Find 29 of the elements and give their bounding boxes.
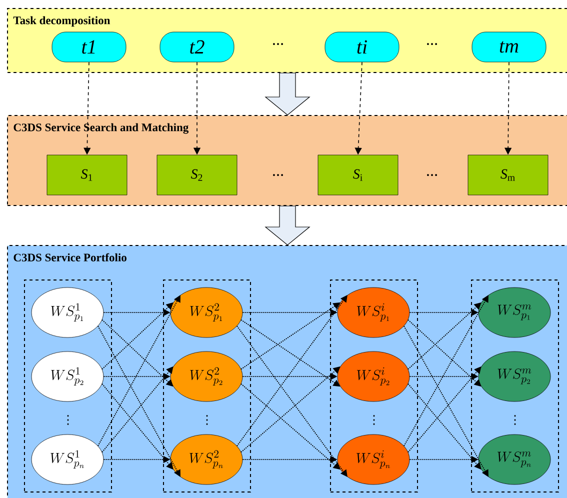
ellipsis: … bbox=[273, 43, 284, 45]
dashed-group-box bbox=[24, 280, 112, 492]
block-arrow bbox=[264, 206, 310, 246]
service-box: S$_{2}$ bbox=[156, 154, 238, 196]
panel-title: C3DS Service Portfolio bbox=[14, 253, 126, 262]
ellipsis: ⋮ bbox=[206, 415, 208, 425]
task-pill: t2 bbox=[160, 32, 234, 62]
block-arrow bbox=[264, 72, 310, 116]
task-pill: ti bbox=[324, 32, 400, 62]
dashed-group-box bbox=[471, 280, 559, 492]
ellipsis: ⋮ bbox=[67, 415, 69, 425]
ellipsis: … bbox=[427, 174, 438, 176]
arrow bbox=[404, 295, 488, 446]
panel-title: Task decomposition bbox=[13, 16, 110, 27]
ellipsis: … bbox=[273, 174, 284, 176]
arrow bbox=[236, 295, 348, 446]
task-pill: tm bbox=[472, 32, 546, 62]
dashed-group-box bbox=[330, 280, 418, 492]
ellipsis: ⋮ bbox=[373, 415, 375, 425]
task-pill: t1 bbox=[52, 32, 126, 62]
service-box: S$_{i}$ bbox=[318, 154, 398, 196]
service-box: S$_{m}$ bbox=[468, 154, 548, 196]
arrow bbox=[404, 326, 488, 477]
panel-title: C3DS Service Search and Matching bbox=[14, 123, 189, 134]
arrow bbox=[98, 295, 180, 446]
service-box: S$_{1}$ bbox=[46, 154, 128, 196]
dashed-group-box bbox=[163, 280, 251, 492]
ellipsis: ⋮ bbox=[514, 415, 516, 425]
ellipsis: … bbox=[427, 43, 438, 45]
